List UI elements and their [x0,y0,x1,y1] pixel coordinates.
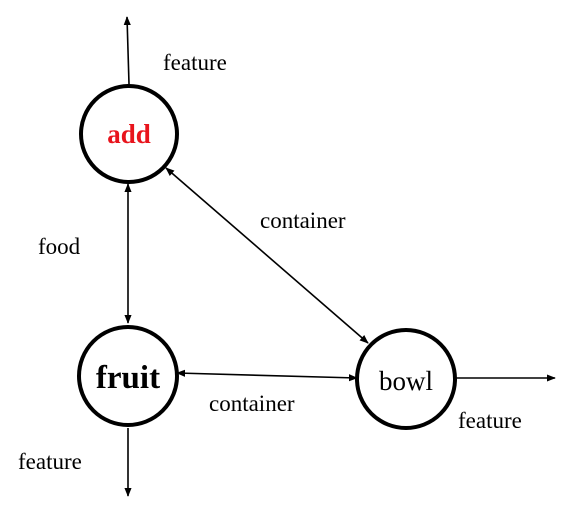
node-bowl-circle [355,328,457,430]
edge-add-bowl [165,167,369,344]
node-fruit: fruit [77,325,179,427]
edge-label-add-fruit: food [38,234,81,259]
edge-label-add-bowl: container [260,208,346,233]
edge-label-bowl-feature: feature [458,408,522,433]
node-fruit-circle [77,325,179,427]
node-add-circle [79,84,179,184]
node-fruit-label: fruit [96,360,160,396]
node-bowl-label: bowl [379,366,433,396]
node-add: add [79,84,179,184]
node-add-label: add [107,119,151,149]
edge-label-fruit-feature: feature [18,449,82,474]
edge-fruit-bowl [176,369,358,382]
edge-label-add-feature: feature [163,50,227,75]
edge-add-feature [123,16,131,85]
edge-label-fruit-bowl: container [209,391,295,416]
node-bowl: bowl [355,328,457,430]
